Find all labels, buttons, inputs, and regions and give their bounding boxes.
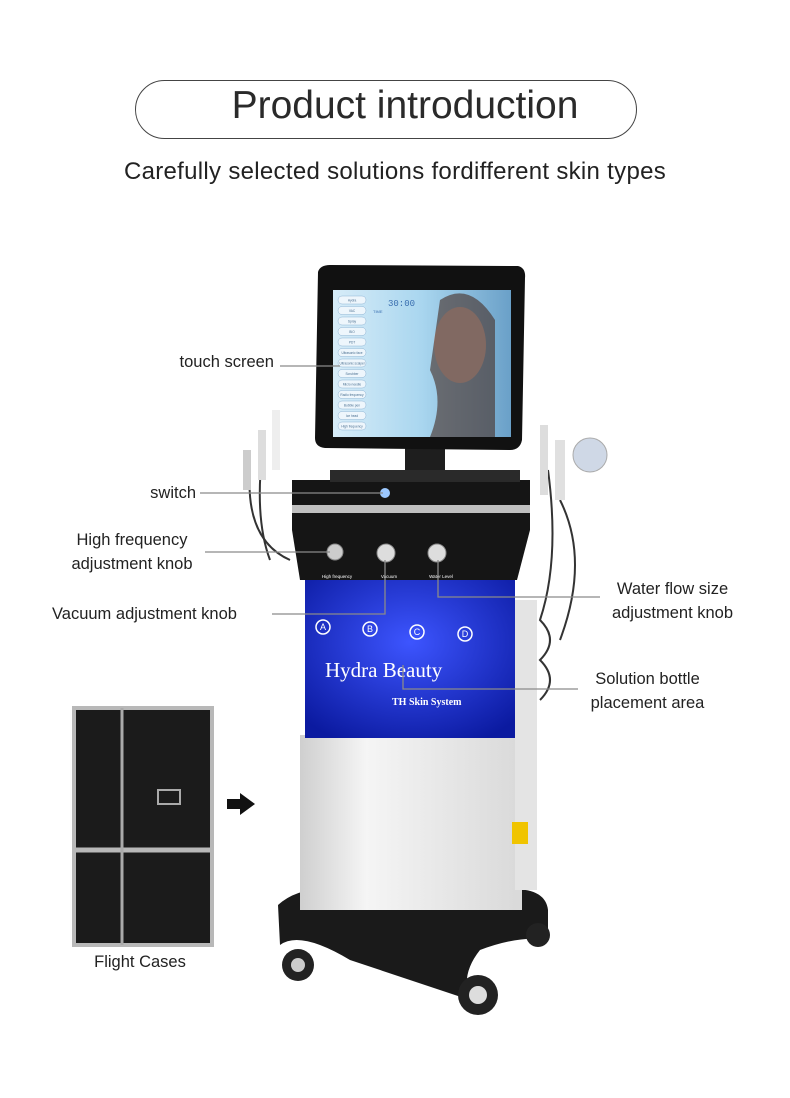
callout-water-flow-line2: adjustment knob [611,604,734,622]
screen-menu-button[interactable] [337,400,367,410]
screen-menu-label: High frequency [341,425,363,429]
callout-lines [200,365,600,690]
screen-menu-label: PDT [349,341,355,345]
callout-solution-bottle: Solution bottle placement area [575,667,720,715]
callout-water-flow-line1: Water flow size [616,580,729,598]
knob-label-water-level: Water Level [429,574,453,579]
bottle-c-label: C [414,627,421,637]
screen-menu-button[interactable] [337,295,367,305]
screen-menu-button[interactable] [337,316,367,326]
screen-menu-button[interactable] [337,421,367,431]
vacuum-knob[interactable] [376,543,396,563]
screen-menu-button[interactable] [337,327,367,336]
switch-button[interactable] [380,488,390,498]
page-title: Product introduction [231,84,579,127]
screen-menu-button[interactable] [337,348,367,357]
warning-label [512,822,528,844]
flight-case-image [72,706,214,947]
screen-menu-button[interactable] [337,358,367,368]
timer-text: 30:00 [388,299,415,309]
screen-menu-label: Ultrasonic scalpel [340,362,365,366]
page-subtitle: Carefully selected solutions fordifferen… [123,158,667,185]
screen-menu-label: Hydra [348,299,357,303]
knobs [326,543,447,563]
screen-menu-button[interactable] [337,337,367,347]
control-head [292,480,530,580]
bottle-a-label: A [320,622,326,632]
callout-solution-line2: placement area [590,694,705,712]
callout-high-frequency-line1: High frequency [76,531,188,549]
timer-label: TIME [373,309,383,314]
arrow-right-icon [227,793,255,815]
bottle-d-label: D [462,629,469,639]
screen-menu-button[interactable] [337,369,367,378]
screen-menu-button[interactable] [337,379,367,389]
screen-menu-label: Scrubber [346,372,360,376]
title-pill [135,80,637,139]
screen-menu-button[interactable] [337,306,367,315]
machine-column [300,735,522,910]
screen-menu-label: Bubble pen [344,404,360,408]
screen-menu-label: BIO [349,330,355,334]
sub-brand-text: TH Skin System [392,697,462,708]
screen-menu-label: Spray [348,320,357,324]
screen-menu-label: Ice head [346,414,358,418]
screen-menu-label: Radio frequency [340,393,364,397]
knob-label-vacuum: Vacuum [381,574,397,579]
screen-menu-label: Ultrasonic face [341,351,362,355]
screen-menu-button[interactable] [337,390,367,399]
callout-high-frequency: High frequency adjustment knob [52,528,212,576]
callout-high-frequency-line2: adjustment knob [71,555,193,573]
screen-menu-label: Micro needle [343,383,361,387]
screen-menu-label: VAC [349,309,356,313]
machine-base [278,889,550,1015]
solution-bottle-panel [305,578,515,738]
water-level-knob[interactable] [427,543,447,563]
knob-label-high-frequency: High frequency [322,574,353,579]
callout-switch: switch [150,484,196,502]
callout-touch-screen: touch screen [179,353,274,371]
callout-vacuum: Vacuum adjustment knob [52,605,237,623]
brand-text: Hydra Beauty [325,658,443,682]
bottle-b-label: B [367,624,373,634]
handpieces [243,410,608,500]
callout-water-flow: Water flow size adjustment knob [595,577,750,625]
flight-cases-label: Flight Cases [94,953,186,971]
callout-solution-line1: Solution bottle [595,670,700,688]
screen-menu-button[interactable] [337,411,367,420]
